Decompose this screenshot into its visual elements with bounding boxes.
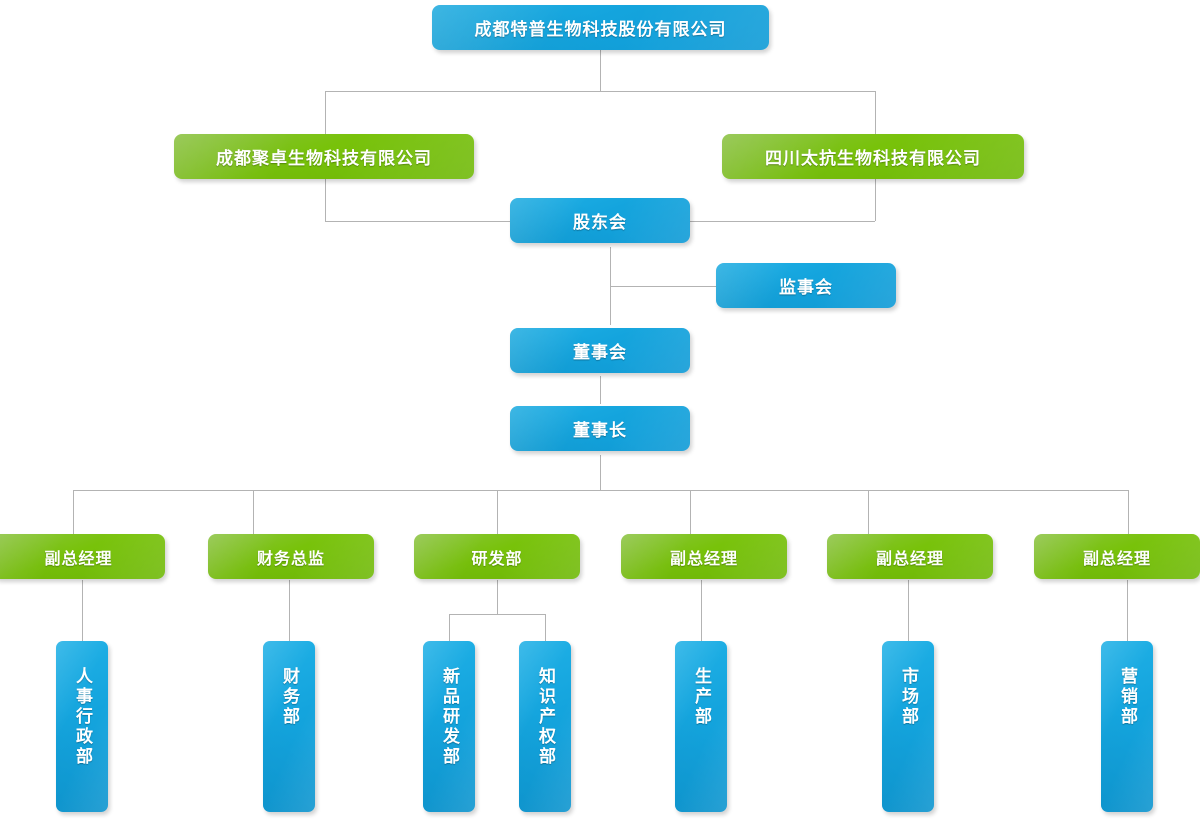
node-vgm3[interactable]: 副总经理: [827, 534, 993, 579]
connector-drop-rnd: [497, 490, 498, 534]
node-rnd-label: 研发部: [471, 550, 523, 568]
connector-level1-bus: [325, 91, 875, 92]
node-new-product[interactable]: 新品研发部: [423, 641, 475, 812]
node-shareholders-label: 股东会: [573, 213, 627, 232]
node-supervisors-label: 监事会: [779, 278, 833, 297]
node-sub-right-label: 四川太抗生物科技有限公司: [765, 149, 981, 168]
node-board-label: 董事会: [573, 343, 627, 362]
node-board[interactable]: 董事会: [510, 328, 690, 373]
node-vgm1-label: 副总经理: [44, 550, 113, 568]
node-chairman-label: 董事长: [573, 421, 627, 440]
node-rnd[interactable]: 研发部: [414, 534, 580, 579]
node-production-label: 生产部: [692, 667, 712, 727]
node-cfo[interactable]: 财务总监: [208, 534, 374, 579]
node-vgm4[interactable]: 副总经理: [1034, 534, 1200, 579]
node-sub-left[interactable]: 成都聚卓生物科技有限公司: [174, 134, 474, 179]
node-hr[interactable]: 人事行政部: [56, 641, 108, 812]
node-finance-label: 财务部: [280, 667, 300, 727]
connector-vgm1-hr: [82, 580, 83, 641]
node-ip[interactable]: 知识产权部: [519, 641, 571, 812]
node-company[interactable]: 成都特普生物科技股份有限公司: [432, 5, 769, 50]
connector-rnd-ip: [545, 614, 546, 641]
connector-vgm3-market: [908, 580, 909, 641]
node-sales-label: 营销部: [1118, 667, 1138, 727]
node-supervisors[interactable]: 监事会: [716, 263, 896, 308]
connector-vgm2-production: [701, 580, 702, 641]
connector-supervisors-tie: [610, 286, 716, 287]
node-vgm2-label: 副总经理: [669, 550, 738, 568]
connector-company-down: [600, 50, 601, 91]
node-vgm1[interactable]: 副总经理: [0, 534, 165, 579]
connector-rnd-bus: [449, 614, 545, 615]
node-cfo-label: 财务总监: [256, 550, 325, 568]
node-company-label: 成都特普生物科技股份有限公司: [474, 20, 727, 39]
connector-level5-bus: [73, 490, 1128, 491]
node-market-label: 市场部: [899, 667, 919, 727]
node-ip-label: 知识产权部: [536, 667, 556, 767]
connector-drop-vgm2: [690, 490, 691, 534]
connector-cfo-finance: [289, 580, 290, 641]
connector-drop-vgm1: [73, 490, 74, 534]
connector-vgm4-sales: [1127, 580, 1128, 641]
node-vgm4-label: 副总经理: [1082, 550, 1151, 568]
connector-board-chairman: [600, 376, 601, 404]
node-sub-left-label: 成都聚卓生物科技有限公司: [216, 149, 432, 168]
connector-shareholders-left-tie: [325, 221, 510, 222]
node-shareholders[interactable]: 股东会: [510, 198, 690, 243]
node-vgm3-label: 副总经理: [875, 550, 944, 568]
node-finance[interactable]: 财务部: [263, 641, 315, 812]
connector-shareholders-right-tie: [690, 221, 875, 222]
node-hr-label: 人事行政部: [73, 667, 93, 767]
node-production[interactable]: 生产部: [675, 641, 727, 812]
connector-drop-vgm4: [1128, 490, 1129, 534]
node-chairman[interactable]: 董事长: [510, 406, 690, 451]
connector-rnd-down: [497, 580, 498, 614]
connector-drop-cfo: [253, 490, 254, 534]
node-sales[interactable]: 营销部: [1101, 641, 1153, 812]
node-market[interactable]: 市场部: [882, 641, 934, 812]
node-sub-right[interactable]: 四川太抗生物科技有限公司: [722, 134, 1024, 179]
connector-chairman-down: [600, 455, 601, 490]
connector-rnd-newproduct: [449, 614, 450, 641]
connector-drop-vgm3: [868, 490, 869, 534]
node-new-product-label: 新品研发部: [440, 667, 460, 767]
node-vgm2[interactable]: 副总经理: [621, 534, 787, 579]
